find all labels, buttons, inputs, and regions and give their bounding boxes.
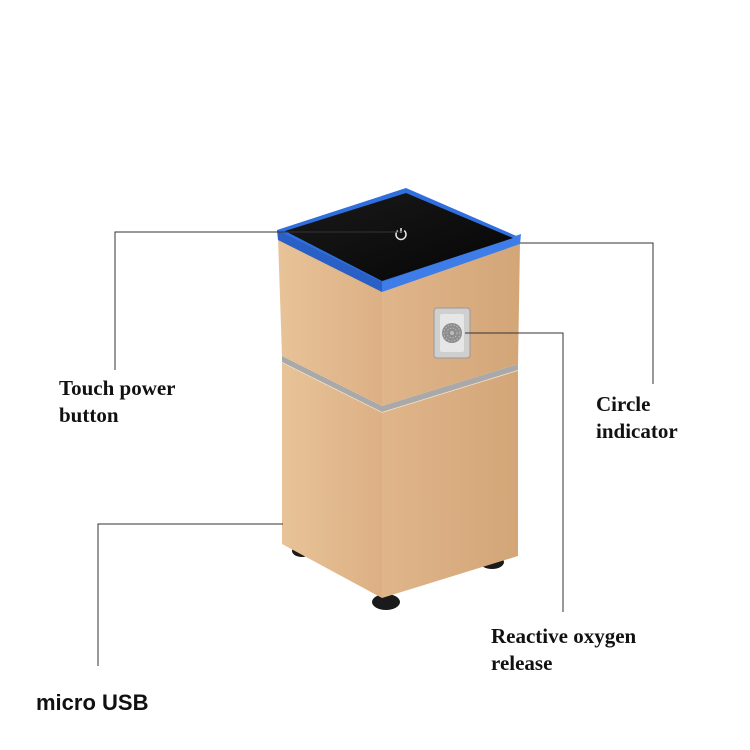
- top-rim-side-right: [382, 234, 521, 292]
- device-seam: [282, 356, 518, 412]
- reactive-oxygen-line1: Reactive oxygen: [491, 624, 637, 648]
- callout-lines: [97, 231, 654, 666]
- touch-power-line1: Touch power: [59, 376, 176, 400]
- top-rim-side-left: [277, 230, 382, 292]
- touch-power-line2: button: [59, 403, 119, 427]
- circle-indicator-line2: indicator: [596, 419, 678, 443]
- circle-indicator-leader: [520, 242, 654, 384]
- vent-grille-icon: [433, 307, 471, 359]
- device-lower-body: [281, 361, 519, 598]
- touch-power-callout: Touch power button: [59, 375, 176, 429]
- lower-body-left-face: [282, 362, 382, 598]
- micro-usb-leader: [97, 523, 283, 666]
- circle-indicator-line1: Circle: [596, 392, 651, 416]
- circle-indicator-callout: Circle indicator: [596, 391, 678, 445]
- micro-usb-label: micro USB: [36, 690, 149, 715]
- reactive-oxygen-leader: [465, 332, 564, 612]
- lower-body-right-face: [382, 370, 518, 598]
- foot-front: [372, 594, 400, 610]
- upper-body-left-face: [278, 238, 382, 406]
- touch-power-leader: [114, 231, 402, 370]
- reactive-oxygen-callout: Reactive oxygen release: [491, 623, 636, 677]
- top-glass: [285, 193, 513, 281]
- reactive-oxygen-line2: release: [491, 651, 553, 675]
